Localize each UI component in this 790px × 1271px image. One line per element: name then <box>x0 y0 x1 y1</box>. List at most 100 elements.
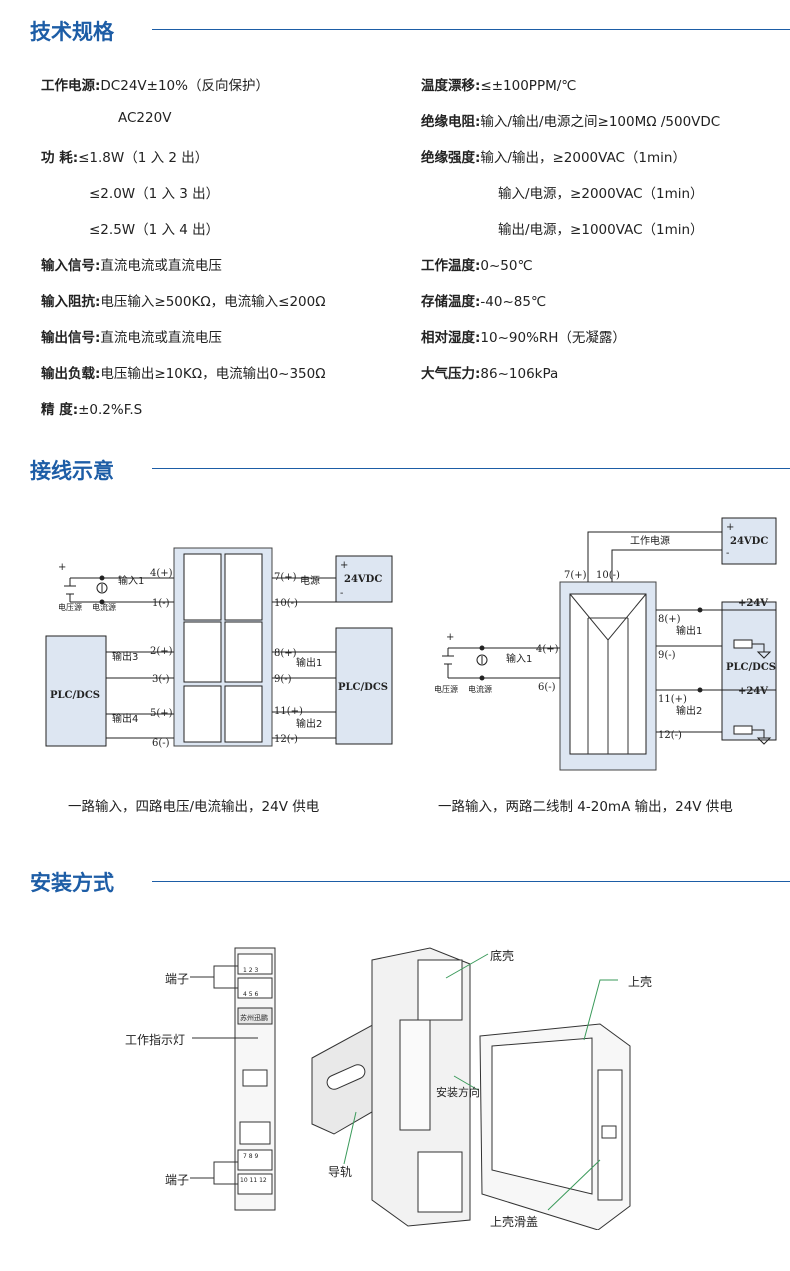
power-label: 工作电源 <box>630 534 670 547</box>
spec-row: 功 耗:≤1.8W（1 入 2 出） <box>41 146 208 166</box>
install-section-title: 安装方式 <box>30 871 114 895</box>
spec-row: 存储温度:-40~85℃ <box>421 290 546 310</box>
module-slot <box>224 553 263 621</box>
terminal-9: 9(-) <box>658 650 676 661</box>
plc-left-label: PLC/DCS <box>50 690 100 701</box>
spec-value: 直流电流或直流电压 <box>100 258 222 274</box>
spec-row: 工作温度:0~50℃ <box>421 254 533 274</box>
spec-value: 输入/输出/电源之间≥100MΩ /500VDC <box>480 114 721 130</box>
spec-label: 相对湿度: <box>421 330 481 346</box>
module-slot <box>183 553 222 621</box>
brand-label: 苏州迅鹏 <box>240 1013 268 1022</box>
spec-label: 输入阻抗: <box>41 294 101 310</box>
voltage-source-label: 电压源 <box>434 684 458 694</box>
spec-value: ≤2.0W（1 入 3 出） <box>89 186 220 202</box>
vdc-label: 24VDC <box>344 574 382 585</box>
spec-value: 输入/电源，≥2000VAC（1min） <box>498 186 704 202</box>
output1-label: 输出1 <box>676 624 702 637</box>
spec-value: 直流电流或直流电压 <box>100 330 222 346</box>
terminal-7: 7(+) <box>274 572 297 583</box>
spec-value: 电压输入≥500KΩ，电流输入≤200Ω <box>100 294 326 310</box>
output2-label: 输出2 <box>676 704 702 717</box>
spec-value: ±0.2%F.S <box>78 402 143 418</box>
plc-label: PLC/DCS <box>726 662 776 673</box>
plc-box <box>721 601 777 741</box>
terminal-5: 5(+) <box>150 708 173 719</box>
spec-row: 输出负载:电压输出≥10KΩ，电流输出0~350Ω <box>41 362 326 382</box>
rail-label: 导轨 <box>328 1165 352 1179</box>
spec-row: 输出/电源，≥1000VAC（1min） <box>498 218 704 238</box>
terminal-numbers: 4 5 6 <box>243 991 258 998</box>
terminal-11: 11(+) <box>658 694 687 705</box>
spec-row: 输入信号:直流电流或直流电压 <box>41 254 222 274</box>
spec-label: 绝缘强度: <box>421 150 481 166</box>
output3-label: 输出3 <box>112 650 138 663</box>
terminal-2: 2(+) <box>150 646 173 657</box>
module-slot <box>183 685 222 743</box>
wiring-right-caption: 一路输入，两路二线制 4-20mA 输出，24V 供电 <box>438 799 733 815</box>
spec-row: 工作电源:DC24V±10%（反向保护） <box>41 74 269 94</box>
spec-label: 输出负载: <box>41 366 101 382</box>
terminal-numbers: 7 8 9 <box>243 1153 258 1160</box>
output4-label: 输出4 <box>112 712 138 725</box>
spec-value: DC24V±10%（反向保护） <box>100 78 269 94</box>
terminal-7: 7(+) <box>564 570 587 581</box>
spec-label: 存储温度: <box>421 294 481 310</box>
plc-right-label: PLC/DCS <box>338 682 388 693</box>
terminal-6: 6(-) <box>538 682 556 693</box>
spec-value: 输出/电源，≥1000VAC（1min） <box>498 222 704 238</box>
spec-value: 0~50℃ <box>480 258 533 274</box>
spec-row: ≤2.0W（1 入 3 出） <box>89 182 219 202</box>
spec-value: 10~90%RH（无凝露） <box>480 330 626 346</box>
spec-label: 温度漂移: <box>421 78 481 94</box>
spec-label: 绝缘电阻: <box>421 114 481 130</box>
specs-section-title: 技术规格 <box>30 20 114 44</box>
slide-cover-label: 上壳滑盖 <box>490 1215 538 1229</box>
terminal-6: 6(-) <box>152 738 170 749</box>
output2-label: 输出2 <box>296 717 322 730</box>
current-source-label: 电流源 <box>468 684 492 694</box>
spec-value: 86~106kPa <box>480 366 559 382</box>
wiring-diagram-right: 工作电源 + 24VDC - 7(+) 10(-) + 电压源 电流源 输入1 … <box>434 517 777 771</box>
spec-label: 精 度: <box>41 402 79 418</box>
spec-label: 工作电源: <box>41 78 101 94</box>
spec-row: 相对湿度:10~90%RH（无凝露） <box>421 326 626 346</box>
spec-row: 绝缘电阻:输入/输出/电源之间≥100MΩ /500VDC <box>421 110 720 130</box>
current-source-label: 电流源 <box>92 602 116 612</box>
spec-row: 大气压力:86~106kPa <box>421 362 558 382</box>
installation-illustration: 端子 工作指示灯 端子 导轨 底壳 上壳 安装方向 上壳滑盖 苏州迅鹏 1 2 … <box>125 947 652 1230</box>
spec-value: -40~85℃ <box>480 294 547 310</box>
input1-label: 输入1 <box>506 652 532 665</box>
spec-value: 电压输出≥10KΩ，电流输出0~350Ω <box>100 366 326 382</box>
terminal-8: 8(+) <box>658 614 681 625</box>
spec-value: 输入/输出，≥2000VAC（1min） <box>480 150 686 166</box>
vdc-label: 24VDC <box>730 536 768 547</box>
power-minus: - <box>340 588 343 599</box>
indicator-label: 工作指示灯 <box>125 1032 185 1047</box>
power-box <box>721 517 777 565</box>
spec-row: 温度漂移:≤±100PPM/℃ <box>421 74 576 94</box>
terminal-3: 3(-) <box>152 674 170 685</box>
spec-row: 绝缘强度:输入/输出，≥2000VAC（1min） <box>421 146 686 166</box>
terminal-top-label: 端子 <box>165 972 189 986</box>
base-shell-label: 底壳 <box>490 948 514 963</box>
terminal-numbers: 1 2 3 <box>243 967 258 974</box>
terminal-numbers: 10 11 12 <box>240 1177 267 1184</box>
spec-row: AC220V <box>118 110 171 126</box>
input1-label: 输入1 <box>118 574 144 587</box>
power-label: 电源 <box>300 574 320 587</box>
spec-label: 输入信号: <box>41 258 101 274</box>
terminal-1: 1(-) <box>152 598 170 609</box>
direction-label: 安装方向 <box>436 1085 480 1099</box>
spec-value: AC220V <box>118 110 172 126</box>
spec-row: 输入阻抗:电压输入≥500KΩ，电流输入≤200Ω <box>41 290 326 310</box>
wiring-divider <box>152 468 790 469</box>
spec-value: ≤2.5W（1 入 4 出） <box>89 222 220 238</box>
terminal-10: 10(-) <box>274 598 298 609</box>
output1-label: 输出1 <box>296 656 322 669</box>
spec-row: 精 度:±0.2%F.S <box>41 398 142 418</box>
wiring-diagram-left: + 电压源 电流源 输入1 4(+) 1(-) 2(+) 3(-) 5(+) 6… <box>45 547 393 749</box>
spec-value: ≤1.8W（1 入 2 出） <box>78 150 209 166</box>
wiring-section-title: 接线示意 <box>30 459 114 483</box>
terminal-10: 10(-) <box>596 570 620 581</box>
